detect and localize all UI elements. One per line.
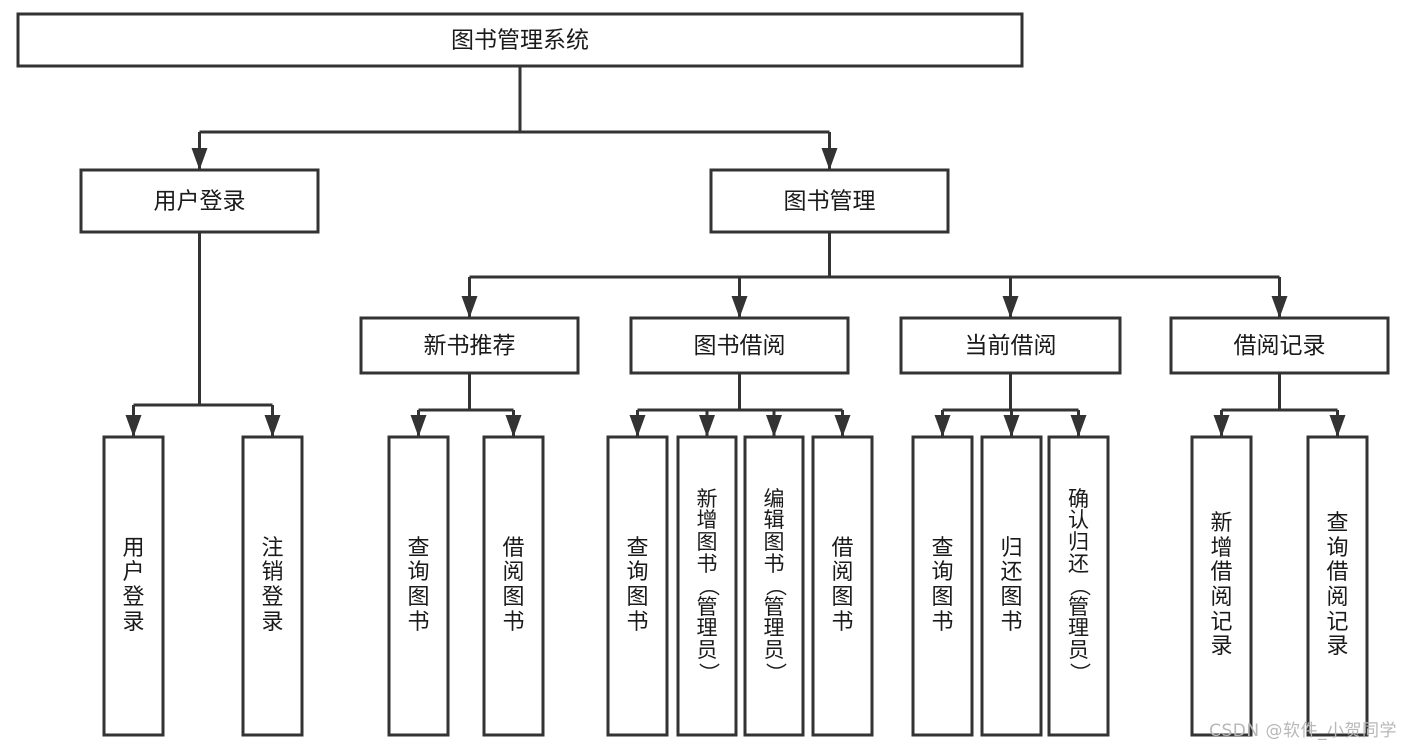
- leaf-node-box-12[interactable]: [1306, 435, 1369, 737]
- level2-node-label-0: 新书推荐: [424, 333, 516, 359]
- leaf-node-box-3[interactable]: [482, 435, 545, 737]
- level2-node-box-3[interactable]: [1169, 316, 1390, 375]
- arrow-head-icon: [505, 415, 522, 437]
- level2-node-box-0[interactable]: [359, 316, 580, 375]
- arrow-head-icon: [629, 415, 646, 437]
- leaf-node-box-8[interactable]: [911, 435, 974, 737]
- level1-node-label-0: 用户登录: [154, 189, 246, 215]
- arrow-head-icon: [1003, 415, 1020, 437]
- leaf-node-box-6[interactable]: [743, 435, 805, 737]
- arrow-head-icon: [264, 415, 281, 437]
- level2-node-box-2[interactable]: [899, 316, 1122, 375]
- level2-node-box-1[interactable]: [629, 316, 850, 375]
- node-boxes: [16, 12, 1390, 737]
- arrow-head-icon: [821, 148, 838, 170]
- connector-lines: [125, 66, 1346, 437]
- leaf-node-box-1[interactable]: [241, 435, 304, 737]
- leaf-node-box-0[interactable]: [102, 435, 165, 737]
- arrow-head-icon: [934, 415, 951, 437]
- arrow-head-icon: [1271, 296, 1288, 318]
- arrow-head-icon: [1002, 296, 1019, 318]
- arrow-head-icon: [731, 296, 748, 318]
- arrow-head-icon: [699, 415, 715, 437]
- arrow-head-icon: [191, 148, 208, 170]
- leaf-node-box-4[interactable]: [606, 435, 669, 737]
- arrow-head-icon: [834, 415, 851, 437]
- level1-node-box-1[interactable]: [709, 168, 950, 234]
- leaf-node-box-11[interactable]: [1190, 435, 1253, 737]
- arrow-head-icon: [461, 296, 478, 318]
- leaf-node-box-2[interactable]: [387, 435, 450, 737]
- arrow-head-icon: [410, 415, 427, 437]
- arrow-head-icon: [1329, 415, 1346, 437]
- arrow-head-icon: [125, 415, 142, 437]
- level1-node-label-1: 图书管理: [784, 189, 876, 215]
- root-node-box[interactable]: [16, 12, 1024, 68]
- arrow-head-icon: [766, 415, 782, 437]
- arrow-head-icon: [1213, 415, 1230, 437]
- level2-node-label-1: 图书借阅: [694, 333, 786, 359]
- leaf-node-box-9[interactable]: [980, 435, 1043, 737]
- level2-node-label-3: 借阅记录: [1234, 333, 1326, 359]
- leaf-node-box-7[interactable]: [811, 435, 874, 737]
- level2-node-label-2: 当前借阅: [965, 333, 1057, 359]
- arrow-head-icon: [1070, 415, 1087, 437]
- leaf-node-box-10[interactable]: [1047, 435, 1110, 737]
- root-node-label: 图书管理系统: [451, 28, 589, 54]
- watermark-text: CSDN @软件_小贺同学: [1209, 721, 1397, 741]
- leaf-node-box-5[interactable]: [676, 435, 738, 737]
- level1-node-box-0[interactable]: [79, 168, 320, 234]
